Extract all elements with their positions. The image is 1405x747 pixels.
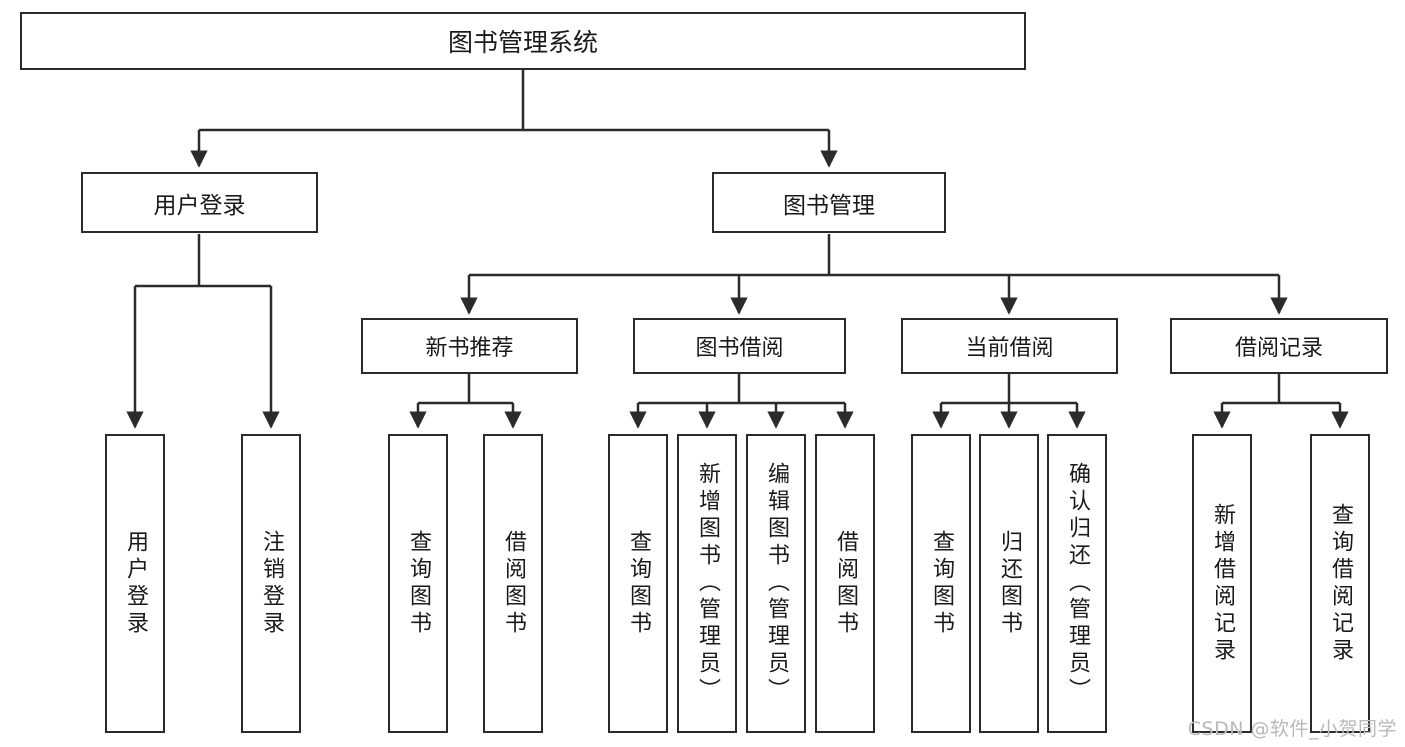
leaf-label: 用户登录 — [123, 529, 148, 638]
leaf-label: 查询图书 — [626, 529, 651, 638]
leaf-label: 确认归还（管理员） — [1065, 462, 1090, 705]
leaf-current-borrow-query-book[interactable]: 查询图书 — [911, 434, 971, 733]
leaf-label: 注销登录 — [259, 529, 284, 638]
leaf-label: 新增图书（管理员） — [695, 462, 720, 705]
leaf-label: 新增借阅记录 — [1210, 502, 1235, 665]
csdn-watermark: CSDN @软件_小贺同学 — [1187, 718, 1397, 740]
leaf-user-login-logout[interactable]: 注销登录 — [241, 434, 301, 733]
leaf-user-login-login[interactable]: 用户登录 — [105, 434, 165, 733]
node-current-borrow[interactable]: 当前借阅 — [901, 318, 1118, 374]
leaf-label: 查询图书 — [929, 529, 954, 638]
leaf-label: 借阅图书 — [501, 529, 526, 638]
leaf-borrow-record-add-record[interactable]: 新增借阅记录 — [1192, 434, 1252, 733]
node-user-login[interactable]: 用户登录 — [81, 172, 318, 233]
leaf-book-borrow-add-book-admin[interactable]: 新增图书（管理员） — [677, 434, 737, 733]
leaf-book-borrow-edit-book-admin[interactable]: 编辑图书（管理员） — [746, 434, 806, 733]
node-root-book-management-system[interactable]: 图书管理系统 — [20, 12, 1026, 70]
leaf-book-borrow-borrow-book[interactable]: 借阅图书 — [815, 434, 875, 733]
leaf-new-book-query-book[interactable]: 查询图书 — [388, 434, 448, 733]
leaf-new-book-borrow-book[interactable]: 借阅图书 — [483, 434, 543, 733]
node-book-borrow-label: 图书借阅 — [695, 336, 784, 361]
node-current-borrow-label: 当前借阅 — [965, 336, 1054, 361]
node-book-management-label: 图书管理 — [783, 192, 875, 219]
leaf-label: 借阅图书 — [833, 529, 858, 638]
node-book-management[interactable]: 图书管理 — [712, 172, 946, 233]
node-root-label: 图书管理系统 — [447, 28, 598, 57]
leaf-label: 查询图书 — [406, 529, 431, 638]
node-new-book-recommend[interactable]: 新书推荐 — [361, 318, 578, 374]
leaf-borrow-record-query-record[interactable]: 查询借阅记录 — [1310, 434, 1370, 733]
node-user-login-label: 用户登录 — [153, 192, 246, 219]
leaf-label: 归还图书 — [997, 529, 1022, 638]
leaf-book-borrow-query-book[interactable]: 查询图书 — [608, 434, 668, 733]
node-borrow-record[interactable]: 借阅记录 — [1170, 318, 1388, 374]
leaf-label: 查询借阅记录 — [1328, 502, 1353, 665]
node-book-borrow[interactable]: 图书借阅 — [633, 318, 846, 374]
leaf-current-borrow-return-book[interactable]: 归还图书 — [979, 434, 1039, 733]
leaf-current-borrow-confirm-return-admin[interactable]: 确认归还（管理员） — [1047, 434, 1107, 733]
leaf-label: 编辑图书（管理员） — [764, 462, 789, 705]
node-new-book-recommend-label: 新书推荐 — [425, 336, 514, 361]
node-borrow-record-label: 借阅记录 — [1234, 336, 1323, 361]
